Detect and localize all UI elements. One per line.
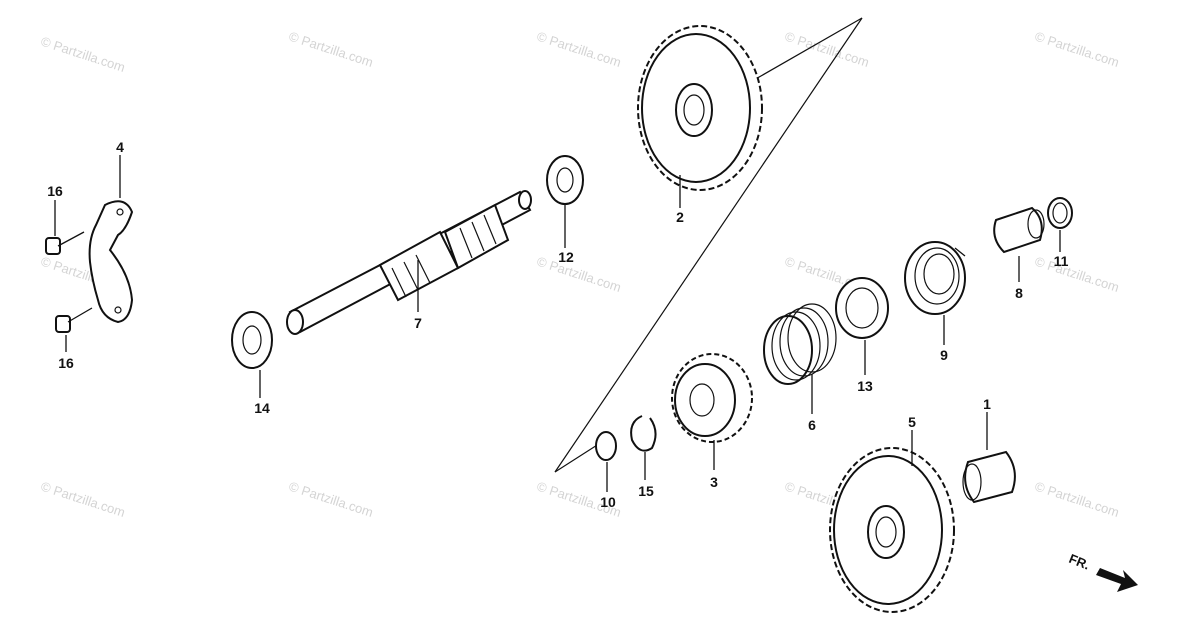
part-1-bushing xyxy=(962,450,1016,504)
callout-8: 8 xyxy=(1015,285,1023,301)
leader-lines xyxy=(54,155,1061,492)
front-label: FR. xyxy=(1067,551,1092,573)
watermark: © Partzilla.com xyxy=(1033,29,1121,70)
callout-16: 16 xyxy=(58,355,74,371)
front-arrow-icon xyxy=(1096,568,1138,592)
watermark: © Partzilla.com xyxy=(535,254,623,295)
part-13-washer xyxy=(835,277,889,339)
callout-15: 15 xyxy=(638,483,654,499)
callout-7: 7 xyxy=(414,315,422,331)
callout-4: 4 xyxy=(116,139,124,155)
watermark: © Partzilla.com xyxy=(287,29,375,70)
assembly-guide-line xyxy=(554,17,863,473)
callouts: 4 16 16 7 14 12 2 3 6 13 9 8 11 1 5 10 1… xyxy=(47,139,1068,510)
part-15-circlip xyxy=(630,415,657,452)
part-16-bolt-upper xyxy=(45,231,85,255)
watermark: © Partzilla.com xyxy=(39,479,127,520)
watermark: © Partzilla.com xyxy=(39,34,127,75)
watermark: © Partzilla.com xyxy=(783,29,871,70)
part-4-bracket xyxy=(88,200,134,324)
callout-13: 13 xyxy=(857,378,873,394)
callout-16: 16 xyxy=(47,183,63,199)
part-14-washer xyxy=(231,311,273,369)
assembly-guide-line xyxy=(739,17,863,89)
callout-5: 5 xyxy=(908,414,916,430)
part-12-washer xyxy=(546,155,584,205)
part-3-ratchet xyxy=(671,353,753,443)
part-11-clip xyxy=(1047,197,1073,229)
part-8-collar xyxy=(993,206,1045,254)
part-9-spring xyxy=(904,241,966,315)
callout-3: 3 xyxy=(710,474,718,490)
callout-6: 6 xyxy=(808,417,816,433)
callout-10: 10 xyxy=(600,494,616,510)
callout-9: 9 xyxy=(940,347,948,363)
part-10-clip xyxy=(595,431,617,461)
front-direction-marker: FR. xyxy=(1067,551,1138,592)
watermark: © Partzilla.com xyxy=(1033,479,1121,520)
part-2-gear xyxy=(637,25,763,191)
callout-14: 14 xyxy=(254,400,270,416)
callout-2: 2 xyxy=(676,209,684,225)
watermark: © Partzilla.com xyxy=(535,29,623,70)
part-16-bolt-lower xyxy=(55,307,93,333)
watermark: © Partzilla.com xyxy=(1033,254,1121,295)
part-6-spring xyxy=(763,303,837,385)
callout-1: 1 xyxy=(983,396,991,412)
part-7-shaft xyxy=(286,190,532,335)
watermark: © Partzilla.com xyxy=(287,479,375,520)
callout-11: 11 xyxy=(1054,253,1069,269)
part-5-gear xyxy=(829,447,955,613)
callout-12: 12 xyxy=(558,249,574,265)
